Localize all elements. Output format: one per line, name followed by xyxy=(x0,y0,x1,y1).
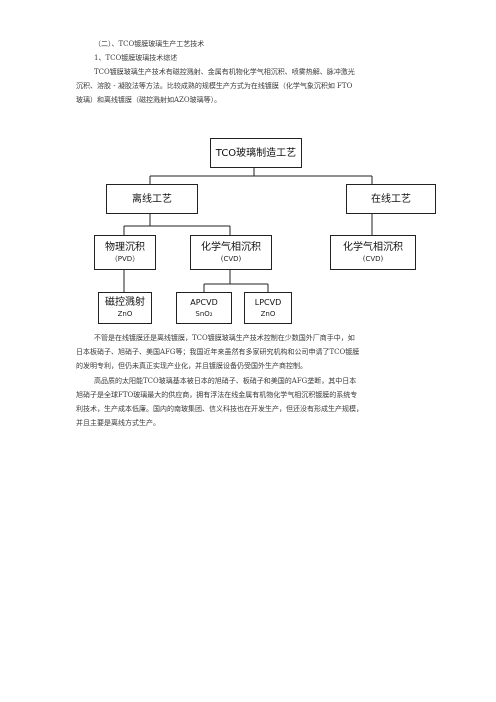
diagram-offline-box: 离线工艺 xyxy=(106,184,198,214)
paragraph-1-line: 玻璃）和离线镀膜（磁控溅射如AZO玻璃等）。 xyxy=(76,96,222,104)
paragraph-2-line: 日本板硝子、旭硝子、美国AFG等；我国近年来虽然有多家研究机构和公司申请了TCO… xyxy=(76,348,360,356)
paragraph-3-line: 旭硝子是全球FTO玻璃最大的供应商，拥有浮法在线金属有机物化学气相沉积镀膜的系统… xyxy=(76,391,358,399)
diagram-cvd-title: 化学气相沉积 xyxy=(201,241,261,253)
paragraph-3-line: 高品质的太阳能TCO玻璃基本被日本的旭硝子、板硝子和美国的AFG垄断，其中日本 xyxy=(94,377,357,385)
paragraph-3-line: 并且主要是离线方式生产。 xyxy=(76,419,160,427)
diagram-lpcvd-title: LPCVD xyxy=(254,298,282,307)
diagram-cvd-online-box: 化学气相沉积 (CVD) xyxy=(330,235,416,270)
diagram-online-box: 在线工艺 xyxy=(346,184,436,214)
paragraph-2: 不管是在线镀膜还是离线镀膜，TCO镀膜玻璃生产技术控制在少数国外厂商手中，如 日… xyxy=(76,331,359,373)
diagram-lpcvd-sub: ZnO xyxy=(260,310,276,318)
diagram-sputter-sub: ZnO xyxy=(117,310,133,318)
paragraph-1-line: TCO镀膜玻璃生产技术有磁控溅射、金属有机物化学气相沉积、喷雾热解、脉冲激光 xyxy=(94,68,355,76)
diagram-offline-label: 离线工艺 xyxy=(132,193,172,205)
diagram-cvd-online-sub: (CVD) xyxy=(362,254,384,263)
diagram-sputter-title: 磁控溅射 xyxy=(105,297,145,308)
diagram-apcvd-box: APCVD SnO₂ xyxy=(176,292,232,324)
paragraph-1: TCO镀膜玻璃生产技术有磁控溅射、金属有机物化学气相沉积、喷雾热解、脉冲激光 沉… xyxy=(76,65,355,107)
paragraph-1-line: 沉积、溶胶 - 凝胶法等方法。比较成熟的规模生产方式为在线镀膜（化学气象沉积如 … xyxy=(76,82,353,90)
diagram-lpcvd-box: LPCVD ZnO xyxy=(244,292,292,324)
diagram-online-label: 在线工艺 xyxy=(371,193,411,205)
diagram-apcvd-sub: SnO₂ xyxy=(195,310,213,318)
diagram-root-label: TCO玻璃制造工艺 xyxy=(215,147,297,159)
paragraph-2-line: 不管是在线镀膜还是离线镀膜，TCO镀膜玻璃生产技术控制在少数国外厂商手中，如 xyxy=(94,334,355,342)
diagram-cvd-online-title: 化学气相沉积 xyxy=(343,241,403,253)
diagram-apcvd-title: APCVD xyxy=(190,298,218,307)
diagram-pvd-sub: （PVD） xyxy=(110,254,140,263)
paragraph-2-line: 的发明专利，但仍未真正实现产业化，并且镀膜设备仍受国外生产商控制。 xyxy=(76,362,307,370)
diagram-cvd-box: 化学气相沉积 (CVD) xyxy=(190,235,272,270)
diagram-sputter-box: 磁控溅射 ZnO xyxy=(98,292,152,324)
diagram-cvd-sub: (CVD) xyxy=(220,254,242,263)
diagram-root-box: TCO玻璃制造工艺 xyxy=(210,138,302,168)
diagram-pvd-box: 物理沉积 （PVD） xyxy=(94,235,156,270)
subheading: 1、TCO镀膜玻璃技术综述 xyxy=(94,54,178,62)
diagram-pvd-title: 物理沉积 xyxy=(105,241,145,253)
paragraph-3: 高品质的太阳能TCO玻璃基本被日本的旭硝子、板硝子和美国的AFG垄断，其中日本 … xyxy=(76,374,363,430)
paragraph-3-line: 利技术，生产成本低廉。国内的南玻集团、信义科技也在开发生产，但还没有形成生产规模… xyxy=(76,405,363,413)
section-heading: （二）、TCO镀膜玻璃生产工艺技术 xyxy=(94,40,205,48)
